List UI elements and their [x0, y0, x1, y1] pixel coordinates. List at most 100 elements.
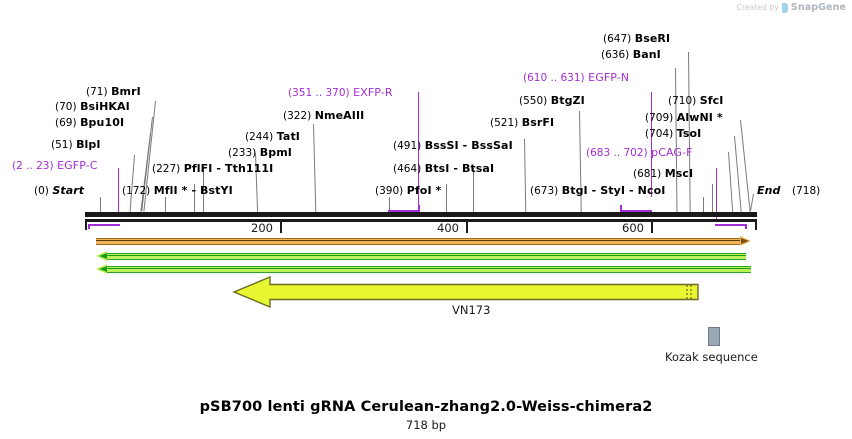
label-tsoi-name: TsoI	[676, 127, 702, 140]
label-bmri-name: BmrI	[111, 85, 141, 98]
leader-line-pflfi	[194, 184, 195, 212]
label-egfp-c: (2 .. 23) EGFP-C	[12, 159, 98, 173]
ruler-label-200: 200	[251, 221, 273, 235]
label-bsrfi-name: BsrFI	[521, 116, 555, 129]
leader-line-pfoi	[389, 197, 390, 212]
page-title: pSB700 lenti gRNA Cerulean-zhang2.0-Weis…	[199, 399, 653, 415]
ruler-tick-start	[85, 222, 87, 230]
leader-line-nmeaiii	[313, 123, 317, 212]
vn173-arrow	[232, 275, 699, 309]
kozak-sequence-swatch	[708, 327, 720, 346]
label-pcag-f-name: pCAG-F	[651, 146, 693, 159]
ruler-tick-end	[755, 222, 757, 230]
label-bsrfi: (521) BsrFI	[490, 116, 555, 130]
label-blpi-name: BlpI	[76, 138, 101, 151]
leader-line-btgi	[703, 197, 704, 212]
label-sfci-name: SfcI	[699, 94, 724, 107]
label-btgi: (673) BtgI - StyI - NcoI	[530, 185, 665, 198]
label-bsssi-pos: (491)	[393, 140, 422, 152]
label-sfci-pos: (710)	[668, 95, 697, 107]
label-bsrfi-pos: (521)	[490, 117, 519, 129]
leader-line-bsrfi	[524, 138, 527, 212]
label-end-name: End	[757, 184, 781, 197]
label-exfp-r: (351 .. 370) EXFP-R	[288, 86, 393, 100]
leader-line-blpi	[129, 154, 135, 212]
label-btgzi-name: BtgZI	[550, 94, 585, 107]
label-bpmi: (233) BpmI	[228, 147, 292, 160]
orange-feature-arrow	[96, 236, 752, 246]
leader-line-egfp-n	[651, 92, 652, 197]
bracket-egfp-n	[620, 205, 652, 212]
label-sfci: (710) SfcI	[668, 94, 724, 108]
leader-line-btsi	[446, 184, 447, 212]
label-nmeaiii: (322) NmeAIII	[283, 109, 365, 123]
label-bani: (636) BanI	[601, 49, 661, 62]
vn173-label: VN173	[452, 303, 491, 317]
label-nmeaiii-pos: (322)	[283, 110, 312, 122]
label-egfp-c-name: EGFP-C	[57, 159, 98, 172]
sequence-ruler-bar-top	[85, 212, 757, 217]
sequence-ruler-bar-bottom	[85, 219, 757, 222]
label-bani-pos: (636)	[601, 49, 630, 61]
label-bsssi: (491) BssSI - BssSaI	[393, 140, 513, 153]
bracket-pcag-f	[715, 224, 747, 230]
label-mfli: (172) MflI * - BstYI	[122, 184, 233, 198]
label-blpi-pos: (51)	[51, 139, 73, 151]
label-pcag-f: (683 .. 702) pCAG-F	[586, 146, 693, 160]
label-egfp-c-pos: (2 .. 23)	[12, 160, 54, 172]
label-pflfi-pos: (227)	[152, 163, 181, 175]
snapgene-watermark: Created by SnapGene	[737, 2, 846, 13]
leader-line-end	[749, 193, 754, 212]
label-bsihkai-name: BsiHKAI	[80, 100, 130, 113]
label-nmeaiii-name: NmeAIII	[314, 109, 365, 122]
label-egfp-n-name: EGFP-N	[588, 71, 630, 84]
label-bmri: (71) BmrI	[86, 85, 141, 99]
green-feature-arrow-1	[96, 251, 752, 261]
leader-line-alwni	[734, 135, 742, 212]
label-start-pos: (0)	[34, 185, 49, 197]
label-msci-pos: (681)	[633, 168, 662, 180]
label-pcag-f-pos: (683 .. 702)	[586, 147, 648, 159]
label-start: (0) Start	[34, 184, 85, 198]
bracket-exfp-r	[388, 205, 420, 212]
leader-line-pcag-f	[716, 168, 717, 222]
label-end: End (718)	[757, 184, 821, 198]
label-msci: (681) MscI	[633, 167, 694, 181]
label-exfp-r-pos: (351 .. 370)	[288, 87, 350, 99]
ruler-tick-200	[280, 222, 282, 233]
leader-line-exfp-r	[418, 92, 419, 212]
label-alwni-name: AlwNI *	[676, 111, 723, 124]
label-btgzi-pos: (550)	[519, 95, 548, 107]
kozak-sequence-label: Kozak sequence	[665, 350, 758, 364]
label-mfli-pos: (172)	[122, 185, 151, 197]
label-egfp-n: (610 .. 631) EGFP-N	[523, 71, 630, 85]
label-pflfi-name: PflFI - Tth111I	[183, 162, 274, 175]
label-start-name: Start	[52, 184, 85, 197]
leader-line-start	[100, 197, 101, 212]
leader-line-mfli	[165, 197, 166, 212]
label-bpu10i: (69) Bpu10I	[55, 116, 125, 130]
label-btgzi: (550) BtgZI	[519, 94, 585, 108]
label-exfp-r-name: EXFP-R	[353, 86, 393, 99]
label-msci-name: MscI	[664, 167, 694, 180]
label-mfli-name: MflI * - BstYI	[153, 184, 233, 197]
label-blpi: (51) BlpI	[51, 138, 101, 152]
page-subtitle-length: 718 bp	[405, 418, 447, 432]
label-pflfi: (227) PflFI - Tth111I	[152, 162, 274, 176]
ruler-tick-600	[651, 222, 653, 233]
green-feature-arrow-2	[96, 264, 752, 274]
label-bpu10i-pos: (69)	[55, 117, 77, 129]
label-btsi-pos: (464)	[393, 163, 422, 175]
label-pfoi: (390) PfoI *	[375, 185, 441, 198]
label-alwni: (709) AlwNI *	[645, 111, 723, 125]
label-end-pos: (718)	[792, 185, 821, 197]
snapgene-logo-icon	[781, 2, 788, 13]
label-bseri-name: BseRI	[634, 32, 671, 45]
label-bpmi-pos: (233)	[228, 147, 257, 159]
label-alwni-pos: (709)	[645, 112, 674, 124]
watermark-brand: SnapGene	[790, 2, 846, 13]
label-tati-pos: (244)	[245, 131, 274, 143]
label-bseri: (647) BseRI	[603, 32, 671, 46]
label-bpu10i-name: Bpu10I	[80, 116, 125, 129]
label-bmri-pos: (71)	[86, 86, 108, 98]
